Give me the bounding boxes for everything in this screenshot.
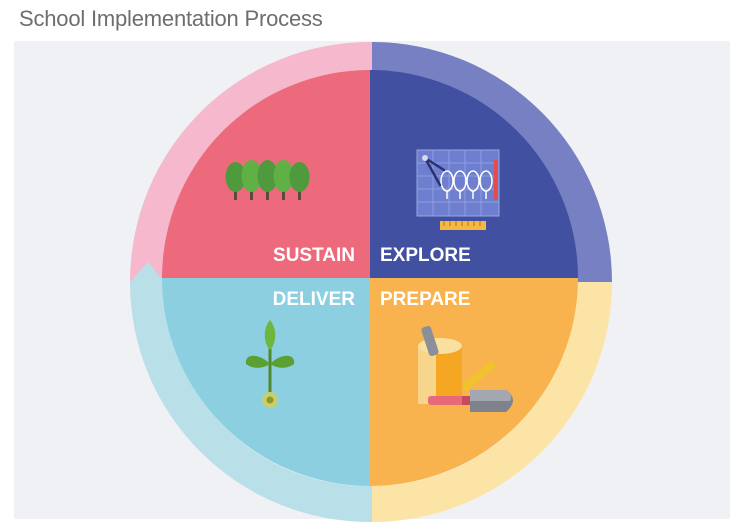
cycle-arrows — [130, 41, 612, 522]
garden-tools-icon — [418, 325, 513, 412]
deliver-label: DELIVER — [273, 289, 356, 310]
page-title: School Implementation Process — [19, 6, 323, 31]
blueprint-icon — [416, 149, 500, 230]
deliver-quadrant — [162, 278, 370, 486]
explore-arrow — [372, 42, 612, 300]
prepare-arrow — [352, 282, 612, 522]
trees-icon — [225, 160, 310, 200]
sustain-label: SUSTAIN — [273, 245, 355, 266]
sustain-arrow — [130, 41, 390, 282]
sprout-icon — [245, 320, 295, 408]
quadrants — [162, 70, 578, 486]
prepare-label: PREPARE — [380, 289, 470, 310]
explore-label: EXPLORE — [380, 245, 471, 266]
deliver-arrow — [130, 262, 372, 522]
